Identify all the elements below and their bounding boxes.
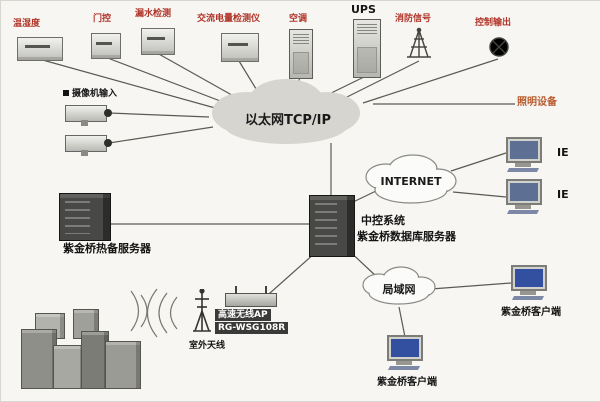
label-client-right: 紫金桥客户端 xyxy=(501,307,561,318)
control-output-icon xyxy=(487,35,511,63)
label-ap-model: RG-WSG108R xyxy=(215,322,289,334)
ethernet-cloud xyxy=(212,79,360,144)
building xyxy=(81,331,109,389)
client-computer-icon-right xyxy=(511,265,549,301)
ethernet-cloud-label: 以太网TCP/IP xyxy=(244,113,332,128)
building xyxy=(21,329,57,389)
monitor-base xyxy=(520,291,536,295)
monitor-base xyxy=(515,163,531,167)
monitor-screen xyxy=(387,335,423,361)
wireless-ap-icon xyxy=(225,286,277,307)
central-database-server-icon xyxy=(309,195,355,257)
label-outdoor-antenna: 室外天线 xyxy=(189,341,226,351)
building xyxy=(53,345,85,389)
ie-computer-icon-2 xyxy=(506,179,544,215)
ups-cabinet-icon xyxy=(353,19,381,78)
monitor-screen xyxy=(511,265,547,291)
label-camera-input: 摄像机输入 xyxy=(63,89,117,99)
keyboard xyxy=(387,366,421,370)
label-leak-detect: 漏水检测 xyxy=(135,9,172,19)
lan-cloud-label: 局域网 xyxy=(382,283,416,296)
ac-power-meter-device-icon xyxy=(221,33,259,62)
monitor-base xyxy=(515,205,531,209)
label-fire-signal: 消防信号 xyxy=(395,14,432,24)
camera-icon-2 xyxy=(65,135,112,156)
air-conditioner-cabinet-icon xyxy=(289,29,313,79)
monitor-screen xyxy=(506,137,542,163)
camera-icon-1 xyxy=(65,105,112,126)
monitor-base xyxy=(396,361,412,365)
label-ie-1: IE xyxy=(557,146,569,159)
wire-group xyxy=(38,52,515,338)
camera-input-bullet-icon xyxy=(63,90,69,96)
door-control-device-icon xyxy=(91,33,121,59)
label-client-bottom: 紫金桥客户端 xyxy=(377,377,437,388)
label-door-control: 门控 xyxy=(93,14,112,24)
keyboard xyxy=(511,296,545,300)
label-ups: UPS xyxy=(351,3,376,16)
outdoor-antenna-icon xyxy=(191,288,213,341)
ie-computer-icon-1 xyxy=(506,137,544,173)
label-ac-power-meter: 交流电量检测仪 xyxy=(197,14,261,24)
label-database-server: 紫金桥数据库服务器 xyxy=(357,230,456,243)
building xyxy=(105,341,141,389)
leak-detect-device-icon xyxy=(141,28,175,55)
camera-input-text: 摄像机输入 xyxy=(72,89,118,99)
monitor-screen xyxy=(506,179,542,205)
buildings-cluster xyxy=(15,301,159,395)
label-ie-2: IE xyxy=(557,188,569,201)
keyboard xyxy=(506,168,540,172)
label-lighting: 照明设备 xyxy=(517,97,557,108)
internet-cloud-label: INTERNET xyxy=(380,175,442,188)
keyboard xyxy=(506,210,540,214)
lan-cloud xyxy=(362,266,436,305)
label-ap-name: 高速无线AP xyxy=(215,309,271,321)
wireless-waves xyxy=(130,288,178,338)
label-central-system: 中控系统 xyxy=(361,214,405,227)
label-air-conditioner: 空调 xyxy=(289,14,308,24)
fire-signal-antenna-icon xyxy=(401,27,437,65)
control-output-svg xyxy=(489,37,509,57)
label-hot-backup-server: 紫金桥热备服务器 xyxy=(63,242,151,255)
client-computer-icon-bottom xyxy=(387,335,425,371)
hot-backup-server-icon xyxy=(59,193,111,241)
internet-cloud xyxy=(365,154,457,204)
temp-humidity-device-icon xyxy=(17,37,63,61)
label-control-output: 控制输出 xyxy=(475,18,512,28)
label-temp-humidity: 温湿度 xyxy=(13,19,41,29)
fire-antenna-svg xyxy=(407,27,431,58)
antenna-svg xyxy=(193,288,211,332)
